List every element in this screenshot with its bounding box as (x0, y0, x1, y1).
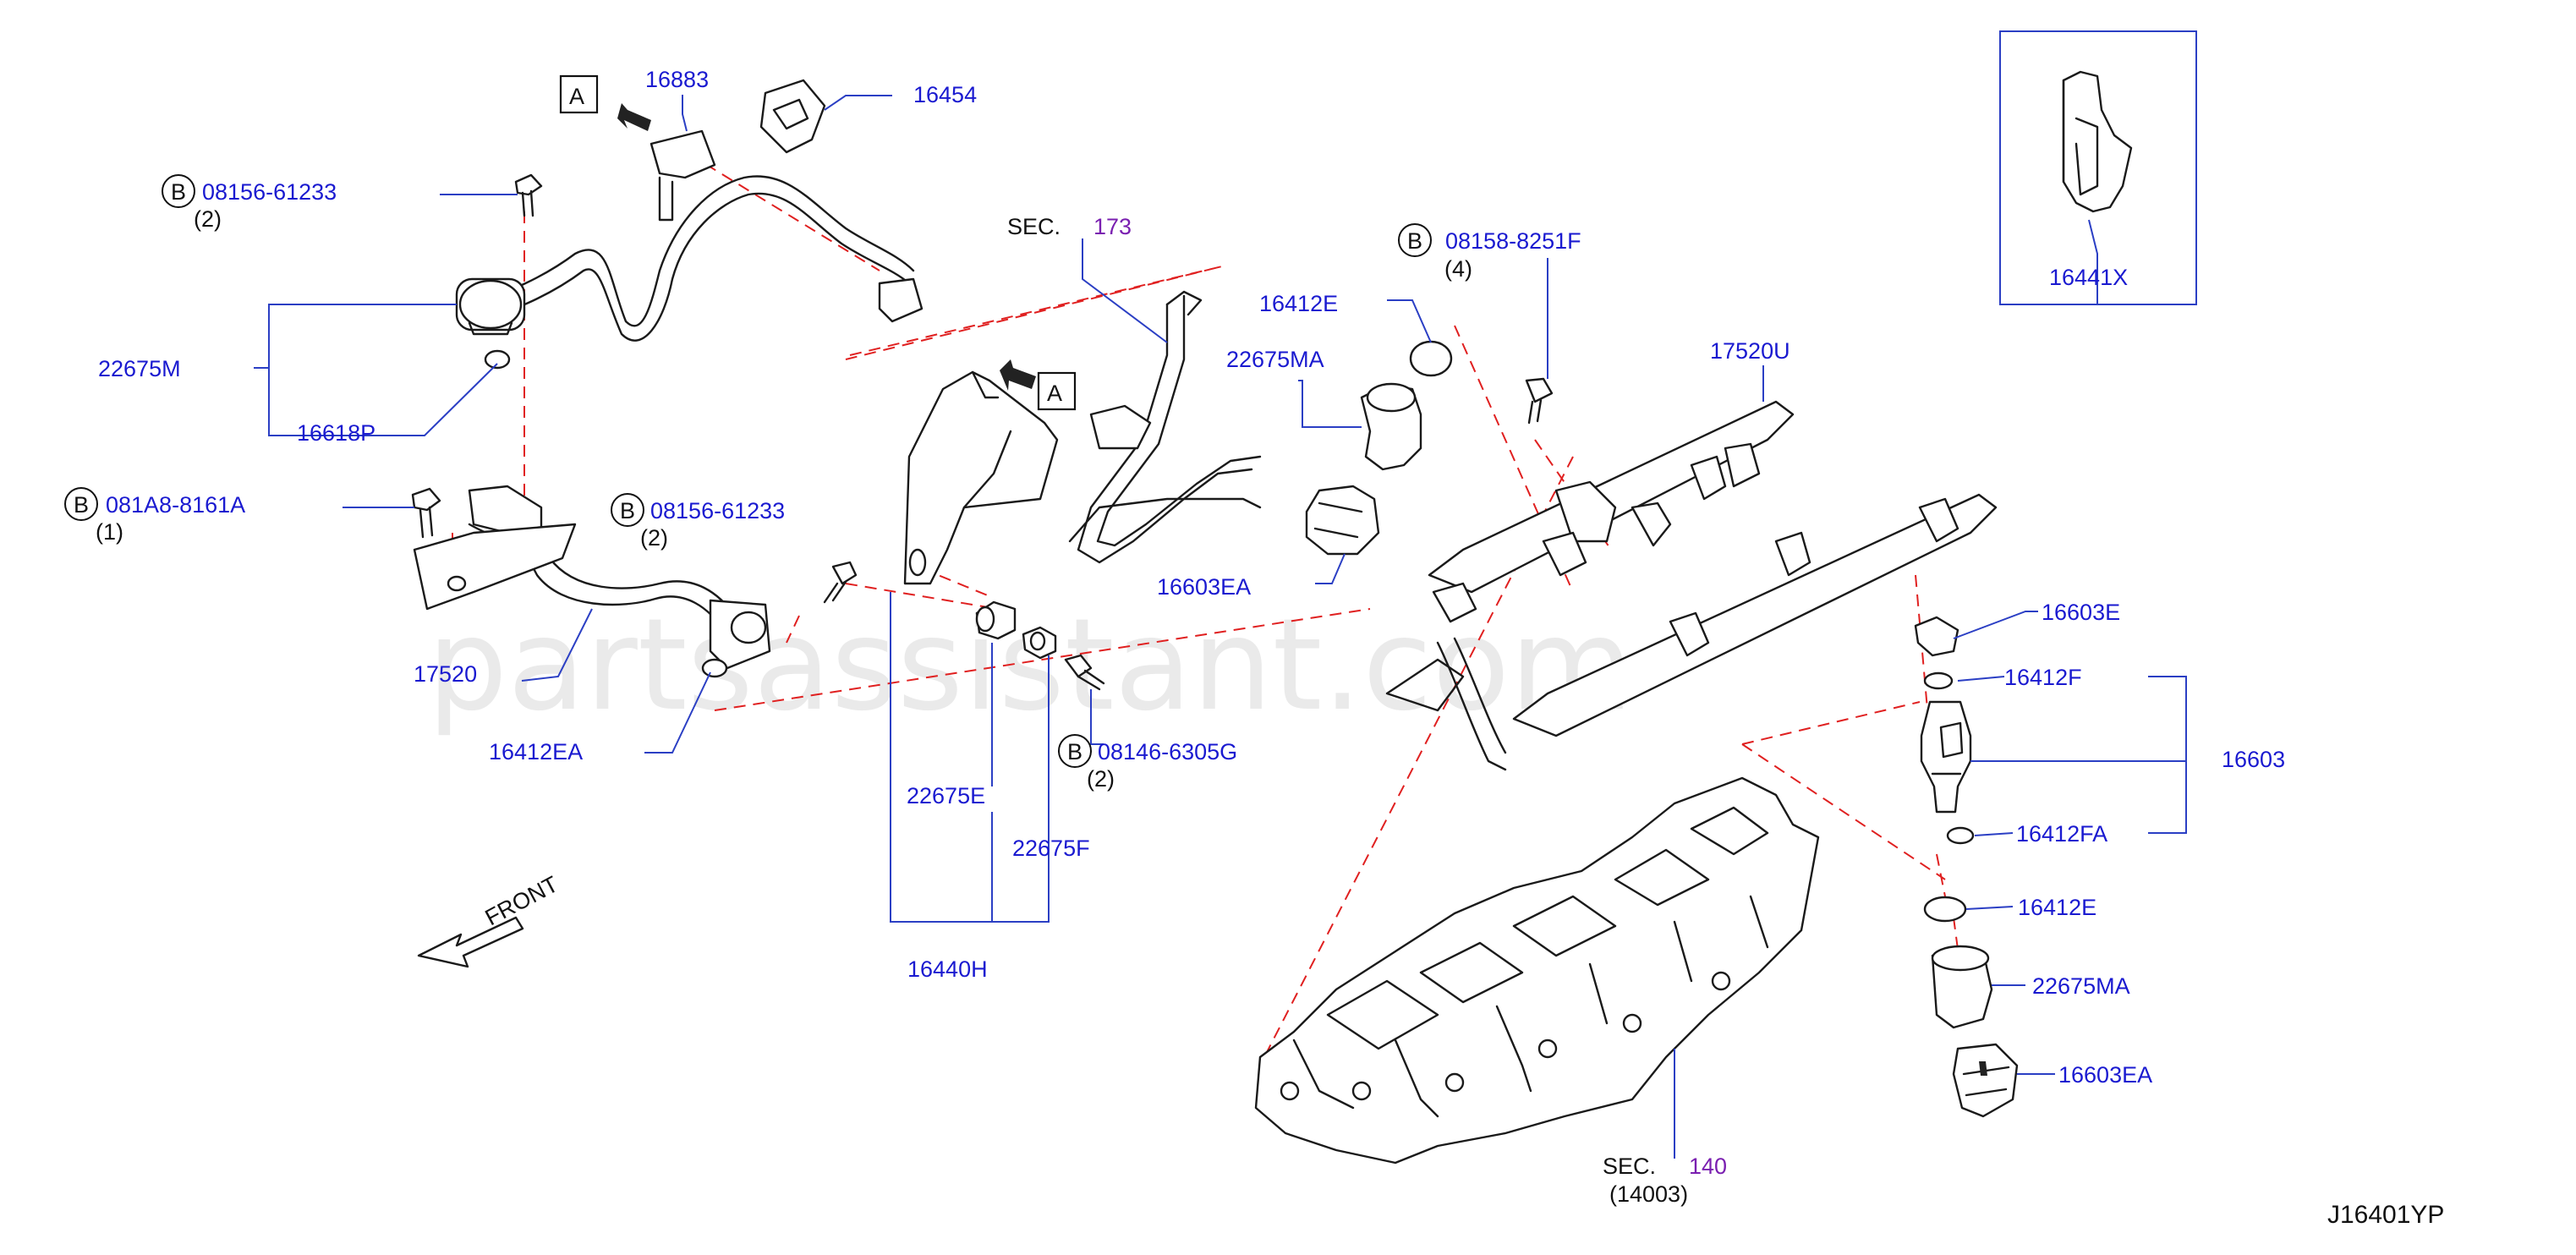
label-16440H[interactable]: 16440H (907, 956, 988, 982)
part-label[interactable]: 08146-6305G (1098, 739, 1237, 765)
quantity-label: (4) (1444, 256, 1472, 282)
section-ref-173[interactable]: SEC. 173 (1007, 214, 1132, 239)
label-17520U[interactable]: 17520U (1710, 338, 1790, 364)
quantity-label: (1) (96, 519, 123, 545)
bolt-callout-081A8[interactable]: B 081A8-8161A (1) (64, 487, 245, 545)
collar-22675F[interactable] (1022, 626, 1057, 660)
label-17520[interactable]: 17520 (414, 661, 477, 687)
section-number[interactable]: 173 (1093, 214, 1132, 239)
oring-16412E-top[interactable] (1409, 340, 1453, 377)
bolt-marker-text: B (1407, 228, 1422, 254)
arrow-icon (1000, 359, 1036, 391)
front-direction-arrow: FRONT (417, 871, 562, 968)
seal-22675MA-top[interactable] (1360, 382, 1422, 471)
bolt-08158[interactable] (1525, 377, 1554, 425)
part-label[interactable]: 081A8-8161A (106, 492, 245, 518)
quantity-label: (2) (640, 525, 668, 551)
bolt-callout-08156-mid[interactable]: B 08156-61233 (2) (611, 493, 785, 551)
label-16412E-top[interactable]: 16412E (1259, 291, 1338, 316)
label-22675M[interactable]: 22675M (98, 356, 181, 381)
section-number[interactable]: 140 (1689, 1154, 1727, 1179)
bolt-08156-mid[interactable] (823, 561, 858, 604)
diagram-code: J16401YP (2327, 1201, 2444, 1229)
part-label[interactable]: 08158-8251F (1445, 228, 1581, 254)
fuel-injector-16603[interactable] (1920, 700, 1972, 814)
oring-16412EA[interactable] (701, 658, 728, 678)
bracket-16883[interactable] (649, 129, 716, 222)
seal-22675MA-bot[interactable] (1931, 945, 1993, 1029)
label-16412E-bot[interactable]: 16412E (2018, 895, 2096, 920)
bolt-marker-text: B (1067, 739, 1082, 765)
oring-16618P[interactable] (484, 349, 511, 370)
oring-16412E-bot[interactable] (1923, 896, 1967, 923)
label-16603EA-bot[interactable]: 16603EA (2058, 1062, 2152, 1088)
view-marker-top[interactable]: A (559, 74, 651, 131)
fuel-damper-17520[interactable] (413, 485, 771, 670)
label-16603E[interactable]: 16603E (2042, 600, 2120, 625)
part-label[interactable]: 08156-61233 (202, 179, 337, 205)
quantity-label: (2) (1087, 766, 1115, 792)
label-16883[interactable]: 16883 (645, 67, 709, 92)
label-22675MA-bot[interactable]: 22675MA (2032, 973, 2130, 999)
section-ref-140[interactable]: SEC. 140 (14003) (1603, 1154, 1727, 1207)
bolt-marker-text: B (171, 179, 186, 205)
view-marker-text: A (569, 84, 584, 109)
grommet-22675E[interactable] (975, 600, 1017, 640)
label-16412EA[interactable]: 16412EA (489, 739, 583, 765)
label-16454[interactable]: 16454 (913, 82, 977, 107)
label-22675F[interactable]: 22675F (1012, 836, 1090, 861)
intake-manifold-sec140[interactable] (1254, 776, 1820, 1165)
label-16441X[interactable]: 16441X (2049, 265, 2128, 290)
label-16618P[interactable]: 16618P (297, 420, 375, 446)
leader-lines (254, 95, 2187, 1159)
clip-16603EA-bot[interactable] (1952, 1043, 2019, 1118)
fuel-tube-connector-16454[interactable] (759, 79, 826, 154)
bolt-callout-08156-top[interactable]: B 08156-61233 (2) (162, 174, 337, 232)
section-label: SEC. (1603, 1154, 1656, 1179)
oring-16412F[interactable] (1923, 671, 1954, 690)
view-marker-text: A (1047, 381, 1062, 406)
arrow-icon (617, 103, 651, 131)
fuel-pipe-sec173[interactable] (1068, 290, 1262, 564)
label-16412F[interactable]: 16412F (2004, 665, 2082, 690)
fuel-rail-17520U[interactable] (1385, 400, 1998, 771)
quantity-label: (2) (194, 206, 222, 232)
bolt-08156-top[interactable] (514, 173, 543, 217)
part-label[interactable]: 08156-61233 (650, 498, 785, 523)
oring-16412FA[interactable] (1946, 826, 1975, 845)
bolt-08146[interactable] (1064, 654, 1105, 691)
label-16603[interactable]: 16603 (2222, 747, 2285, 772)
view-marker-mid[interactable]: A (1000, 359, 1077, 411)
bolt-081A8[interactable] (411, 487, 441, 539)
clip-16603E[interactable] (1914, 616, 1959, 657)
label-16412FA[interactable]: 16412FA (2016, 821, 2107, 847)
bolt-callout-08158[interactable]: B 08158-8251F (4) (1398, 223, 1581, 282)
label-16603EA-top[interactable]: 16603EA (1157, 574, 1251, 600)
watermark: partsassistant.com (427, 592, 1633, 739)
injector-cover-bracket-16440H[interactable] (903, 370, 1059, 585)
bolt-marker-text: B (74, 492, 89, 518)
fuel-tube-end-connector[interactable] (878, 277, 924, 323)
clip-16603EA-top[interactable] (1305, 485, 1380, 556)
section-label: SEC. (1007, 214, 1061, 239)
bolt-callout-08146[interactable]: B 08146-6305G (2) (1058, 734, 1237, 792)
bolt-marker-text: B (620, 498, 635, 523)
fuel-feed-tube-damper[interactable] (455, 175, 915, 342)
label-22675MA-top[interactable]: 22675MA (1226, 347, 1324, 372)
front-label: FRONT (481, 871, 562, 930)
detail-view-box (1999, 30, 2197, 305)
section-sub-label: (14003) (1609, 1181, 1688, 1207)
label-22675E[interactable]: 22675E (907, 783, 985, 808)
